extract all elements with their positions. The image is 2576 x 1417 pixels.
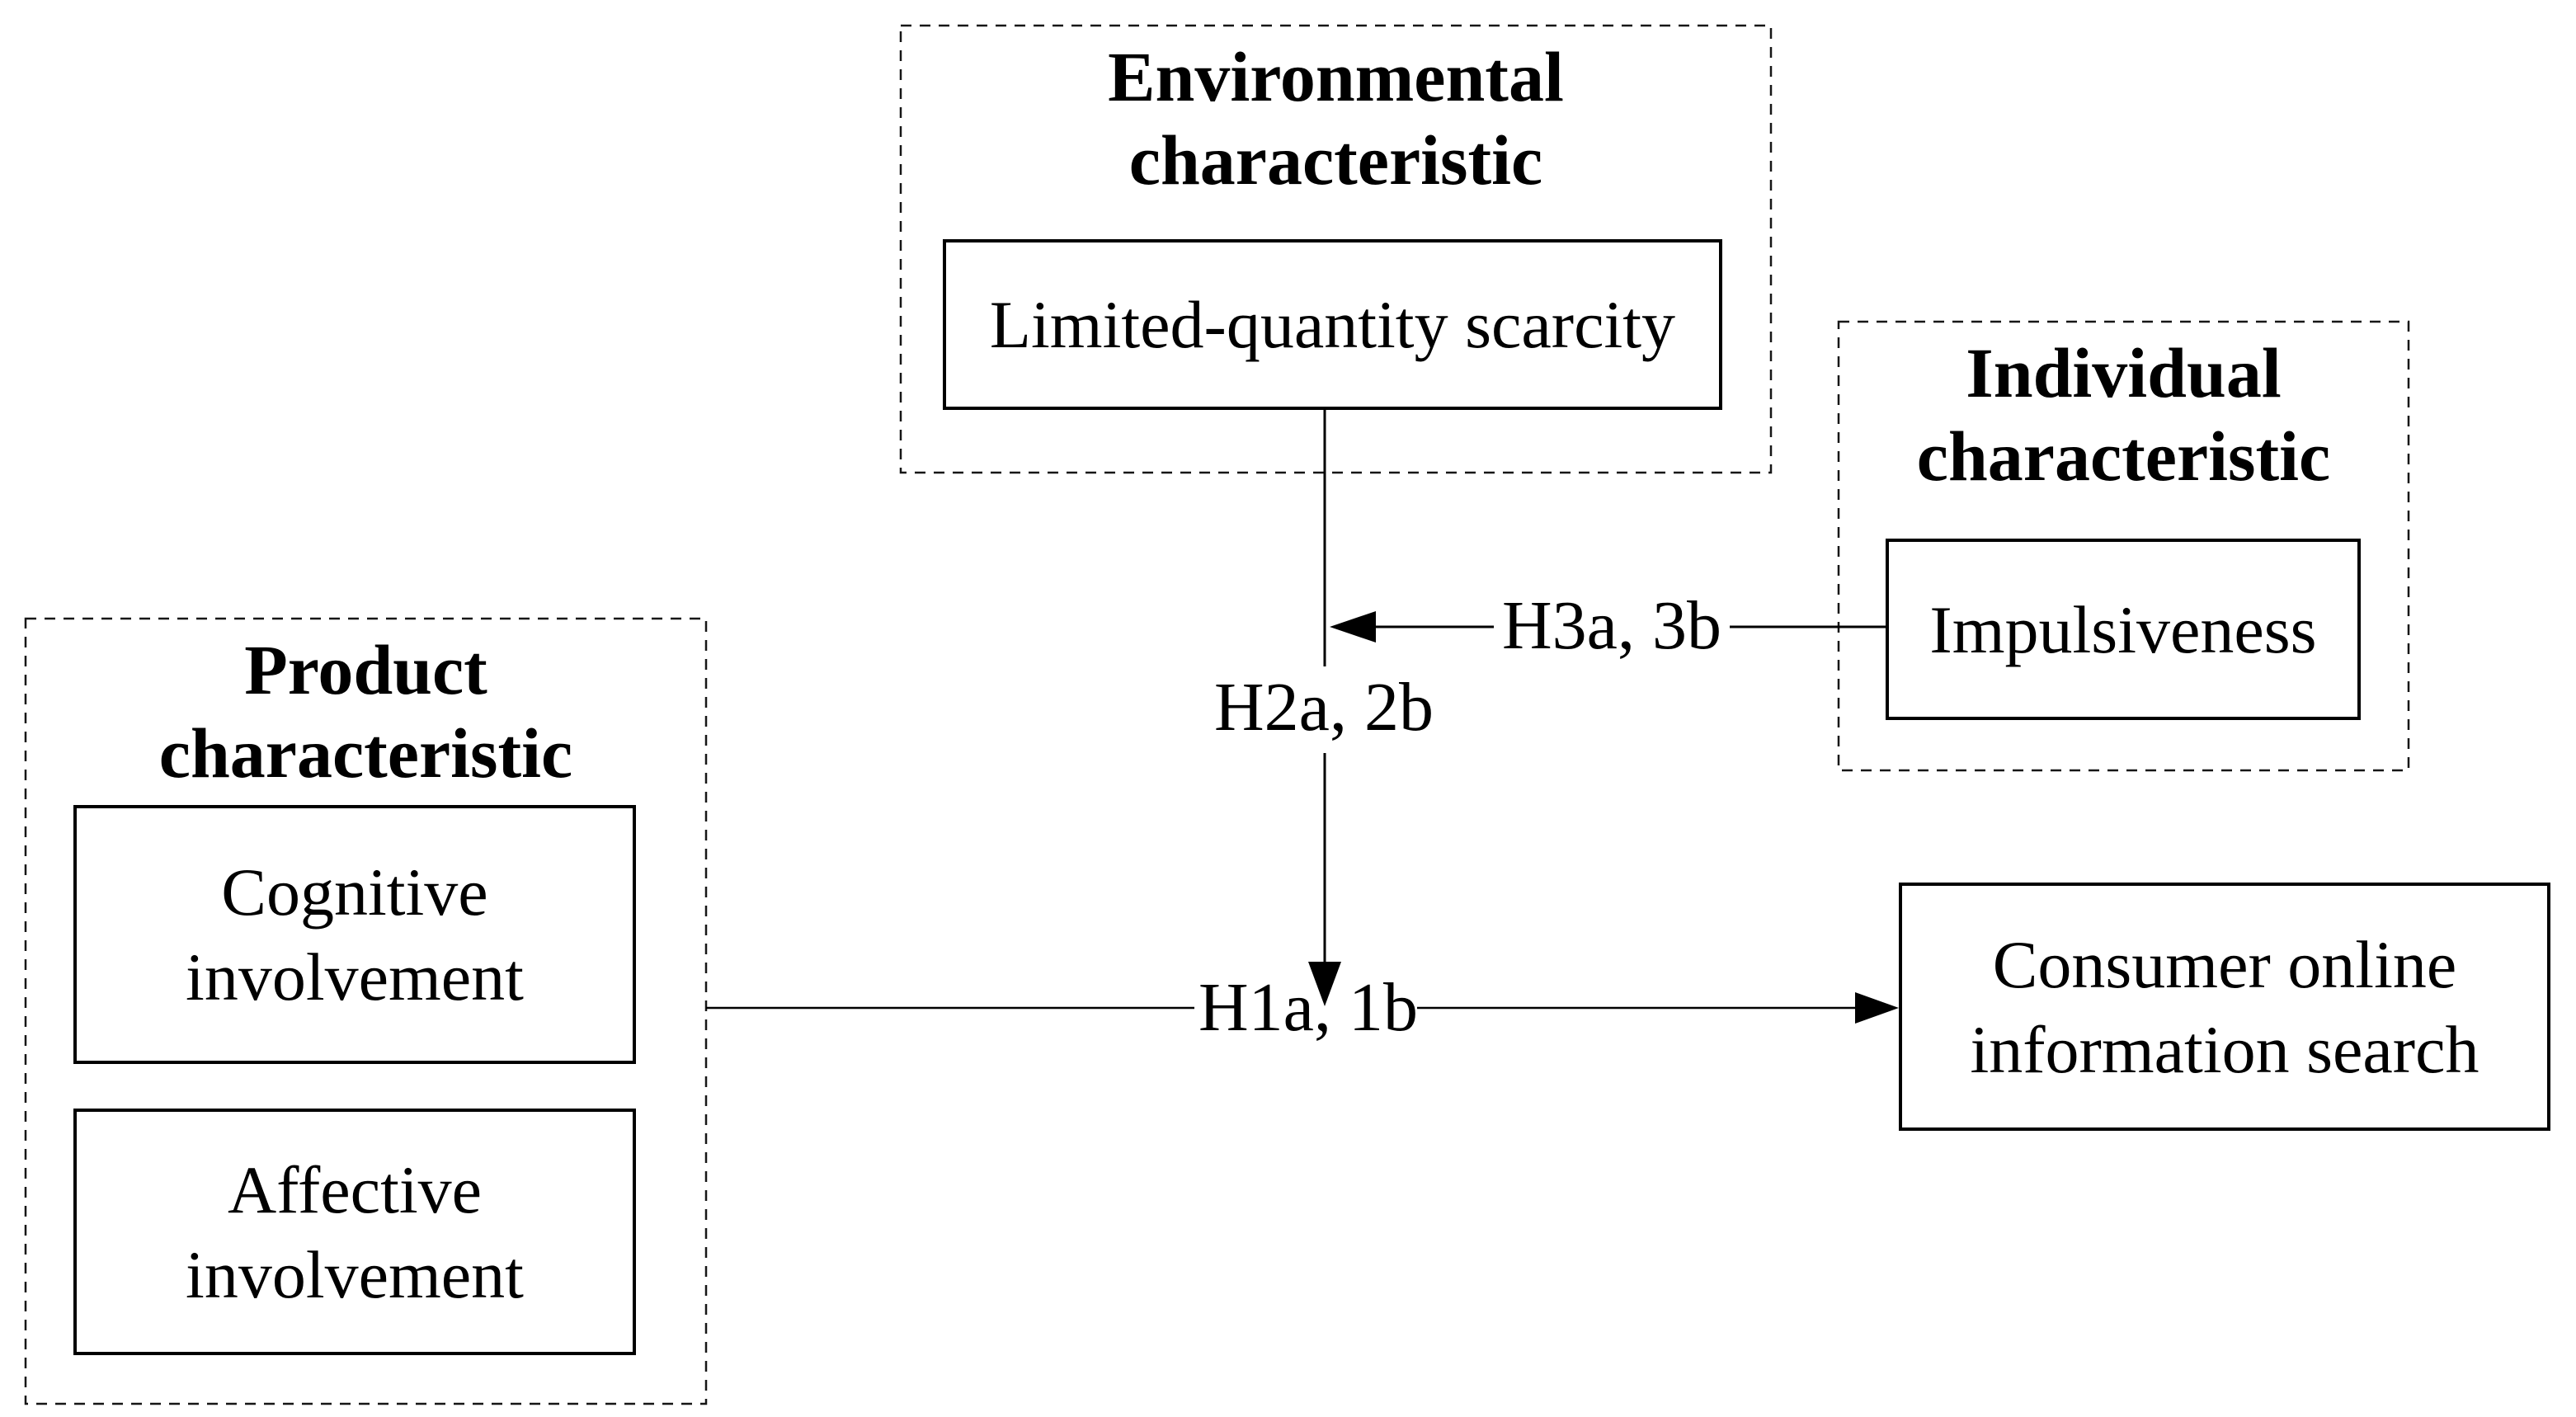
cognitive-involvement-box: Cognitive involvement	[73, 805, 636, 1064]
h3-left-arrowhead-icon	[1330, 611, 1376, 643]
impulsiveness-box: Impulsiveness	[1886, 539, 2361, 720]
environmental-group-title: Environmental characteristic	[1108, 37, 1564, 200]
individual-group: Individual characteristic Impulsiveness	[1839, 322, 2409, 770]
individual-group-title: Individual characteristic	[1916, 333, 2331, 496]
limited-quantity-scarcity-box: Limited-quantity scarcity	[943, 239, 1722, 410]
product-group-title: Product characteristic	[158, 630, 573, 793]
consumer-online-information-search-box: Consumer online information search	[1899, 883, 2550, 1131]
hypothesis-label-h3: H3a, 3b	[1494, 586, 1730, 666]
environmental-group: Environmental characteristic Limited-qua…	[901, 26, 1771, 473]
hypothesis-label-h2: H2a, 2b	[1206, 668, 1442, 747]
affective-involvement-box: Affective involvement	[73, 1109, 636, 1355]
hypothesis-label-h1: H1a, 1b	[1199, 969, 1418, 1046]
h1-right-arrowhead-icon	[1855, 992, 1899, 1024]
product-group: Product characteristic Cognitive involve…	[26, 619, 706, 1404]
